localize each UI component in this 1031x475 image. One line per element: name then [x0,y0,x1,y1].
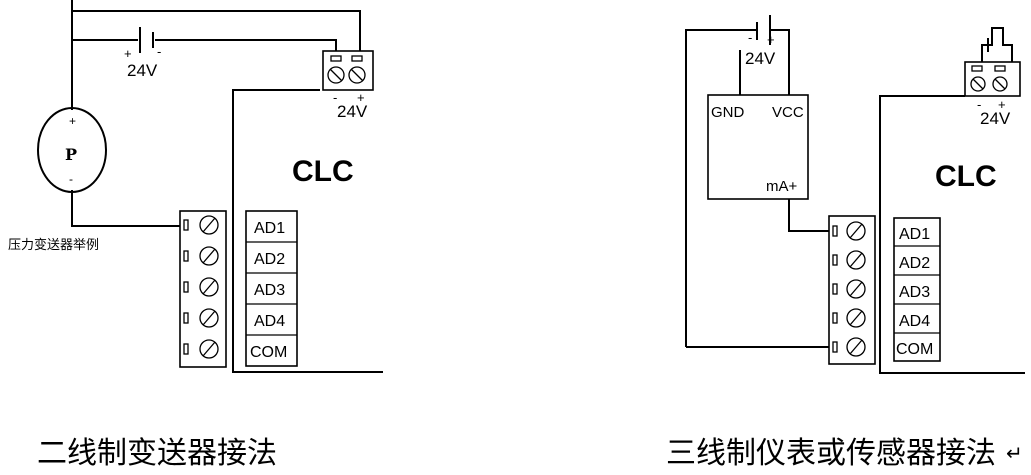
instrument-box [707,94,809,200]
left-controller-label: CLC [292,155,354,188]
right-battery-wire [685,29,790,347]
instrument-output: mA+ [766,178,798,195]
right-battery-plus: + [767,32,775,47]
left-battery-icon [139,27,154,53]
right-output-wire [788,199,833,232]
left-port-ad4: AD4 [254,313,285,330]
left-battery-voltage: 24V [127,61,158,80]
right-terminal-plus: + [998,97,1006,112]
right-battery-icon [756,15,771,45]
left-controller-outline [232,89,383,373]
left-terminal-voltage: 24V [337,102,368,121]
left-port-ad1: AD1 [254,220,285,237]
right-battery-voltage: 24V [745,49,776,68]
right-controller-outline [879,95,1025,374]
right-terminal-screws [832,221,866,357]
right-diagram-title: 三线制仪表或传感器接法 [666,436,996,471]
right-controller-label: CLC [935,160,997,193]
sensor-plus: + [69,114,76,128]
return-mark: ↵ [1006,443,1023,465]
right-terminal-voltage: 24V [980,109,1011,128]
right-port-label-box [893,217,941,362]
left-diagram-title: 二线制变送器接法 [37,436,277,471]
right-port-ad3: AD3 [899,284,930,301]
right-terminal-minus: - [977,97,981,112]
left-port-ad2: AD2 [254,251,285,268]
left-battery-minus: - [157,44,161,59]
left-sensor-wire [71,190,184,227]
right-port-com: COM [896,341,933,358]
right-battery-minus: - [748,30,752,45]
sensor-minus: - [69,172,73,186]
left-diagram: + - 24V + P - 压力变送器举例 - + 24V CLC [8,0,383,471]
right-ground-wire [981,27,1013,62]
left-port-ad3: AD3 [254,282,285,299]
left-terminal-screws [183,215,219,359]
instrument-vcc: VCC [772,104,804,121]
left-terminal-plus: + [357,90,365,105]
left-battery-wire [71,11,337,110]
right-port-ad1: AD1 [899,226,930,243]
right-diagram: - + 24V GND VCC mA+ - + 24V CLC [666,15,1025,471]
sensor-symbol: P [65,145,77,164]
left-port-label-box [245,210,298,367]
left-battery-plus: + [124,46,132,61]
left-terminal-minus: - [333,90,337,105]
left-port-com: COM [250,344,287,361]
left-top-wire [71,0,361,51]
right-port-ad4: AD4 [899,313,930,330]
instrument-gnd: GND [711,104,745,121]
right-port-ad2: AD2 [899,255,930,272]
sensor-caption: 压力变送器举例 [8,237,99,252]
pressure-sensor-icon [37,107,107,193]
